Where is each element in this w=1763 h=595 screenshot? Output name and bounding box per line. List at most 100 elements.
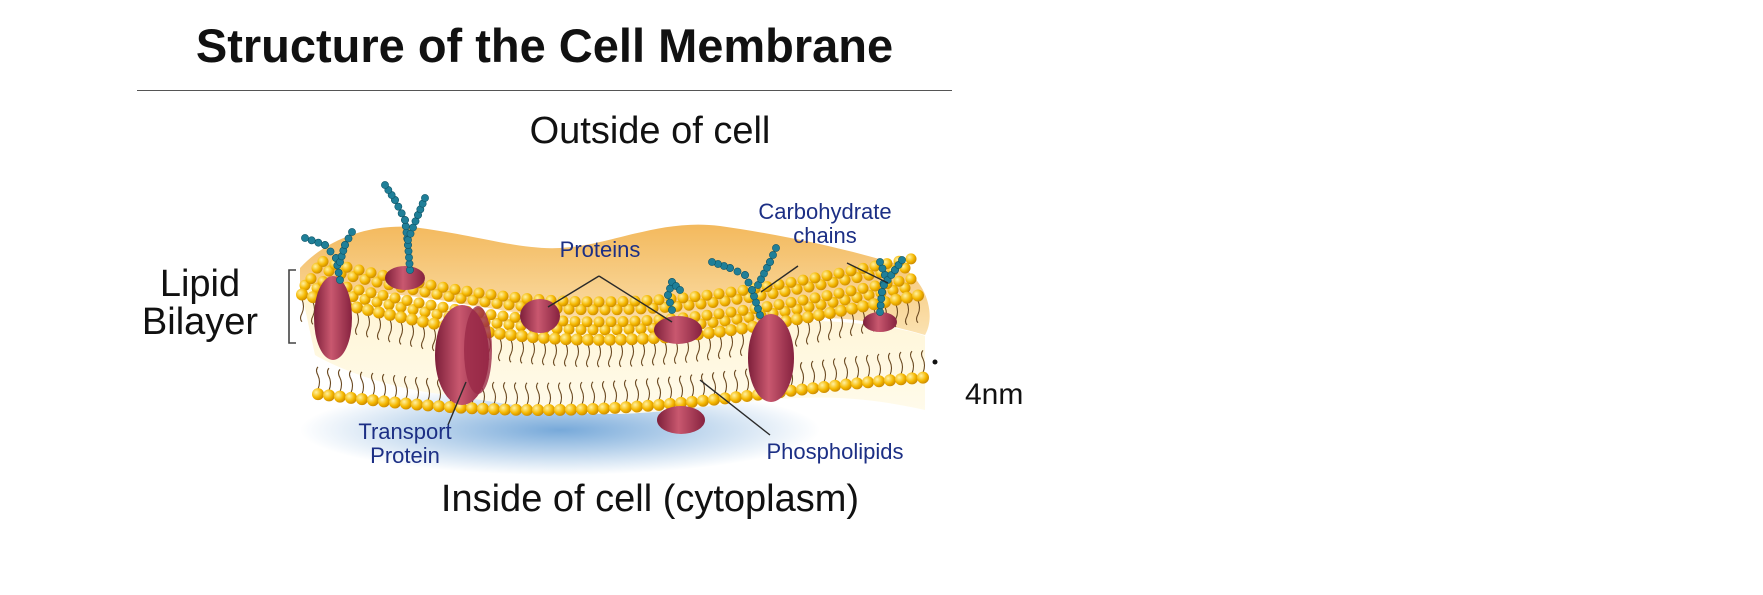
phospholipid-head [353, 264, 365, 276]
phospholipid-head [599, 304, 611, 316]
proteins [314, 266, 897, 434]
phospholipid-head [565, 403, 577, 416]
phospholipid-head [365, 287, 377, 299]
phospholipid-head [869, 280, 881, 292]
carbohydrate-bead [769, 251, 777, 259]
phospholipid-tail [420, 326, 426, 350]
phospholipid-tail [326, 367, 332, 391]
phospholipid-head [411, 398, 423, 411]
phospholipid-tail [810, 360, 816, 384]
phospholipid-head [707, 297, 719, 309]
phospholipid-tail [409, 324, 415, 348]
phospholipid-head [917, 371, 929, 384]
protein-top-left [385, 266, 425, 290]
phospholipid-head [701, 309, 713, 321]
phospholipid-head [829, 379, 841, 392]
phospholipid-head [868, 298, 880, 311]
leader-lines [447, 262, 889, 436]
phospholipid-head [365, 267, 377, 279]
carbohydrate-bead [336, 276, 344, 284]
carbohydrate-bead [876, 301, 885, 310]
phospholipid-head [576, 403, 588, 416]
phospholipid-tail [596, 344, 602, 368]
phospholipid-head [697, 394, 709, 407]
phospholipid-head [725, 306, 737, 318]
carbohydrate-bead [344, 234, 353, 243]
phospholipid-head [444, 400, 456, 413]
phospholipid-tail [535, 382, 541, 406]
phospholipid-head [906, 372, 918, 385]
carbohydrate-bead [664, 291, 672, 299]
carbohydrate-chains-label: Carbohydrate chains [740, 200, 910, 248]
phospholipid-head [689, 291, 701, 303]
phospholipid-head [356, 393, 368, 406]
phospholipid-head [395, 311, 407, 324]
phospholipid-head [554, 403, 566, 416]
phospholipid-head [433, 400, 445, 413]
phospholipid-head [499, 403, 511, 416]
phospholipid-tail [838, 315, 844, 339]
thickness-label: 4nm [965, 378, 1024, 411]
carbohydrate-bead [397, 209, 406, 218]
phospholipid-head [703, 327, 715, 340]
phospholipid-head [569, 295, 581, 307]
phospholipid-head [296, 288, 308, 301]
phospholipid-head [873, 375, 885, 388]
phospholipid-head [620, 401, 632, 414]
phospholipid-head [317, 256, 329, 268]
phospholipid-head [611, 304, 623, 316]
phospholipid-head [862, 376, 874, 389]
phospholipid-tail [376, 317, 382, 341]
carbohydrate-bead [744, 278, 753, 287]
phospholipid-tail [860, 311, 866, 335]
carbohydrate-bead [421, 194, 429, 202]
phospholipid-tail [656, 377, 662, 401]
phospholipid-tail [337, 369, 343, 392]
carbohydrate-bead [401, 216, 409, 224]
phospholipid-tail [689, 374, 695, 398]
carbohydrate-bead [381, 181, 389, 189]
phospholipid-head [373, 306, 385, 319]
phospholipid-head [494, 327, 506, 340]
phospholipid-head [538, 331, 550, 344]
phospholipid-head [797, 294, 809, 306]
phospholipid-head [629, 295, 641, 307]
phospholipid-head [617, 296, 629, 308]
phospholipid-head [377, 289, 389, 301]
phospholipid-tail [887, 352, 893, 376]
phospholipid-head [593, 316, 605, 328]
phospholipid-head [857, 282, 869, 294]
phospholipid-tail [585, 344, 591, 368]
phospholipid-tail [920, 349, 926, 373]
phospholipid-head [599, 324, 611, 336]
phospholipid-head [737, 304, 749, 316]
phospholipid-head [437, 281, 449, 293]
phospholipid-tail [728, 334, 734, 358]
phospholipid-head [821, 270, 833, 282]
phospholipid-head [543, 403, 555, 416]
phospholipid-head [901, 291, 913, 304]
phospholipid-head [824, 306, 836, 319]
lipid-bilayer-line2: Bilayer [141, 301, 259, 343]
phospholipid-head [378, 395, 390, 408]
phospholipid-head [725, 324, 737, 337]
phospholipid-head [609, 401, 621, 414]
phospholipid-head [623, 323, 635, 335]
phospholipid-tail [799, 361, 805, 385]
phospholipid-head [305, 273, 317, 285]
phospholipid-head [437, 301, 449, 313]
phospholipid-tail [530, 341, 536, 365]
carbohydrate-bead [676, 286, 684, 294]
phospholipid-head [637, 332, 649, 345]
phospholipid-head [549, 332, 561, 345]
phospholipid-head [428, 317, 440, 330]
phospholipid-head [807, 382, 819, 395]
phospholipid-head [425, 299, 437, 311]
phospholipid-tail [805, 322, 811, 345]
phospholipid-head [389, 396, 401, 409]
phospholipid-head [581, 316, 593, 328]
phospholipid-tail [629, 344, 635, 367]
phospholipid-tail [310, 301, 316, 325]
phospholipid-head [563, 303, 575, 315]
carbohydrate-bead [301, 234, 309, 242]
